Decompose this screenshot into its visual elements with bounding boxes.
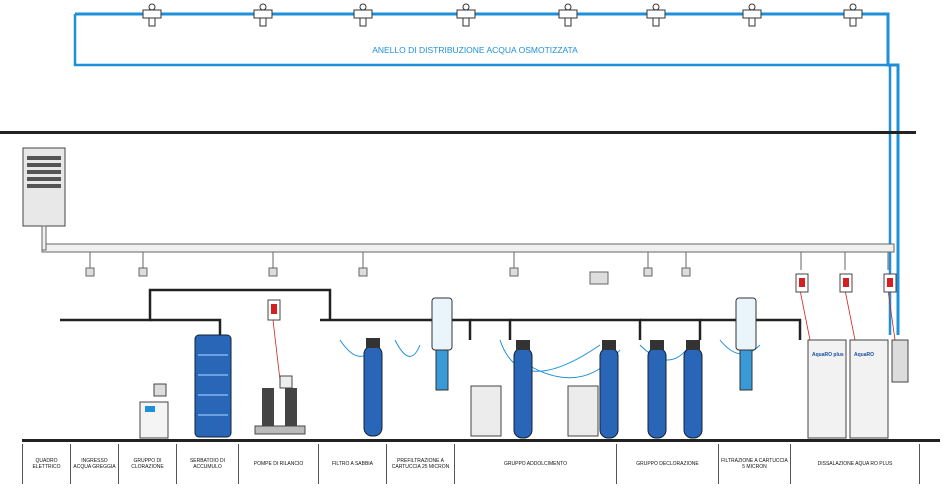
legend-cell: FILTRAZIONE A CARTUCCIA 5 Micron <box>718 444 790 484</box>
legend-cell: GRUPPO DECLORAZIONE <box>616 444 718 484</box>
main-pipe <box>60 288 802 340</box>
legend-cell: POMPE DI RILANCIO <box>238 444 318 484</box>
legend-cell: SERBATOIO DI ACCUMULO <box>176 444 238 484</box>
filter-5-micron <box>735 297 757 391</box>
legend-cell: PREFILTRAZIONE A CARTUCCIA 25 Micron <box>386 444 454 484</box>
ring-label: ANELLO DI DISTRIBUZIONE ACQUA OSMOTIZZAT… <box>372 45 578 55</box>
instrument-boxes <box>267 273 897 321</box>
prefilter-25-micron <box>431 297 453 391</box>
signal-lines <box>272 289 896 381</box>
dechlorination-group <box>647 340 703 439</box>
sand-filter <box>363 338 383 437</box>
softening-group <box>470 340 619 439</box>
floor-line <box>22 439 940 442</box>
booster-pumps <box>254 375 306 435</box>
ro-unit-brand: AquaRO <box>854 352 874 358</box>
storage-tank <box>194 334 232 438</box>
legend-cell: DISSALAZIONE AQUA RO PLUS <box>790 444 920 484</box>
cable-tray <box>41 225 895 253</box>
ro-unit-brand: AquaRO plus <box>812 352 844 358</box>
legend-cell: GRUPPO ADDOLCIMENTO <box>454 444 616 484</box>
electrical-panel <box>22 147 66 227</box>
ring-valves <box>142 3 863 27</box>
ro-units <box>807 339 909 439</box>
chlorination-unit <box>139 383 169 439</box>
distribution-ring <box>73 12 900 335</box>
legend-cell: QUADRO ELETTRICO <box>22 444 70 484</box>
legend-cell: FILTRO A SABBIA <box>318 444 386 484</box>
cable-drops <box>85 252 889 285</box>
section-legend: QUADRO ELETTRICO INGRESSO ACQUA GREGGIA … <box>22 444 920 484</box>
ceiling-line <box>0 131 916 134</box>
legend-cell: INGRESSO ACQUA GREGGIA <box>70 444 118 484</box>
legend-cell: GRUPPO DI CLORAZIONE <box>118 444 176 484</box>
